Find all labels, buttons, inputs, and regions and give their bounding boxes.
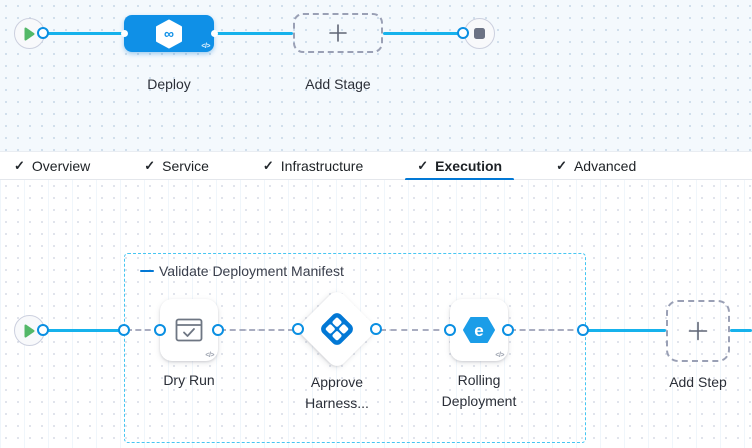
svg-text:e: e — [474, 321, 483, 340]
stop-icon — [474, 28, 485, 39]
play-icon — [24, 27, 35, 40]
rolling-deployment-icon: e — [463, 317, 495, 343]
code-view-toggle[interactable]: </> — [205, 352, 214, 359]
connector-port — [457, 27, 469, 39]
plus-icon — [688, 321, 708, 341]
check-icon: ✓ — [144, 158, 156, 173]
stage-node-deploy[interactable]: ∞ </> — [120, 15, 218, 52]
connector-line — [585, 329, 666, 332]
active-tab-underline — [405, 177, 515, 181]
connector-line-dashed — [220, 329, 294, 331]
check-icon: ✓ — [417, 158, 429, 173]
connector-line — [43, 32, 124, 35]
step-label: Dry Run — [163, 372, 215, 388]
check-icon: ✓ — [556, 158, 567, 173]
connector-port — [292, 323, 304, 335]
execution-start-node[interactable] — [14, 315, 45, 346]
tab-label: Execution — [435, 157, 503, 174]
connector-line — [43, 329, 124, 332]
tab-label: Infrastructure — [280, 157, 364, 174]
dry-run-icon — [175, 318, 203, 342]
step-node-dry-run[interactable]: </> — [160, 299, 218, 361]
step-group-validate-deployment-manifest[interactable]: Validate Deployment Manifest — [124, 253, 586, 443]
stage-label: Deploy — [147, 76, 191, 92]
connector-port — [444, 324, 456, 336]
connector-port — [37, 27, 49, 39]
connector-port — [370, 323, 382, 335]
tab-infrastructure[interactable]: ✓ Infrastructure — [251, 152, 375, 180]
check-icon: ✓ — [14, 158, 25, 173]
collapse-icon[interactable] — [140, 269, 154, 273]
tab-execution[interactable]: ✓ Execution — [405, 152, 515, 181]
step-node-rolling-deployment[interactable]: e </> — [450, 299, 508, 361]
connector-line-dashed — [510, 329, 583, 331]
check-icon: ✓ — [262, 158, 274, 173]
connector-line — [383, 32, 463, 35]
connector-line-dashed — [380, 329, 450, 331]
tab-advanced[interactable]: ✓ Advanced — [544, 152, 648, 180]
plus-icon — [329, 24, 347, 42]
tab-overview[interactable]: ✓ Overview — [2, 152, 102, 180]
connector-port — [118, 324, 130, 336]
play-icon — [24, 324, 35, 337]
node-edge-dot — [210, 30, 218, 37]
connector-port — [37, 324, 49, 336]
stage-config-tabbar: ✓ Overview ✓ Service ✓ Infrastructure ✓ … — [0, 152, 752, 181]
stage-canvas: ∞ </> Deploy Add Stage — [0, 0, 752, 152]
connector-port — [212, 324, 224, 336]
connector-line-dashed — [126, 329, 160, 331]
step-group-title: Validate Deployment Manifest — [159, 263, 344, 279]
node-edge-dot — [120, 30, 128, 37]
connector-line — [214, 32, 293, 35]
svg-text:∞: ∞ — [164, 25, 174, 41]
step-label: Rolling Deployment — [441, 372, 517, 409]
execution-canvas: Validate Deployment Manifest </> Dry Run — [0, 180, 752, 448]
connector-port — [502, 324, 514, 336]
code-view-toggle[interactable]: </> — [495, 352, 504, 359]
pipeline-end-node[interactable] — [464, 18, 495, 49]
add-stage-button[interactable] — [293, 13, 383, 53]
step-group-header: Validate Deployment Manifest — [140, 263, 344, 279]
harness-cd-icon: ∞ — [156, 19, 182, 48]
connector-port — [577, 324, 589, 336]
tab-label: Service — [162, 157, 209, 174]
tab-label: Advanced — [573, 157, 637, 174]
connector-port — [154, 324, 166, 336]
add-stage-label: Add Stage — [305, 76, 371, 92]
tab-service[interactable]: ✓ Service — [132, 152, 221, 180]
tab-label: Overview — [31, 157, 91, 174]
add-step-button[interactable] — [666, 300, 730, 362]
connector-line — [730, 329, 752, 332]
code-view-toggle[interactable]: </> — [201, 43, 210, 50]
step-label: Approve Harness... — [305, 374, 369, 411]
add-step-label: Add Step — [669, 374, 727, 390]
